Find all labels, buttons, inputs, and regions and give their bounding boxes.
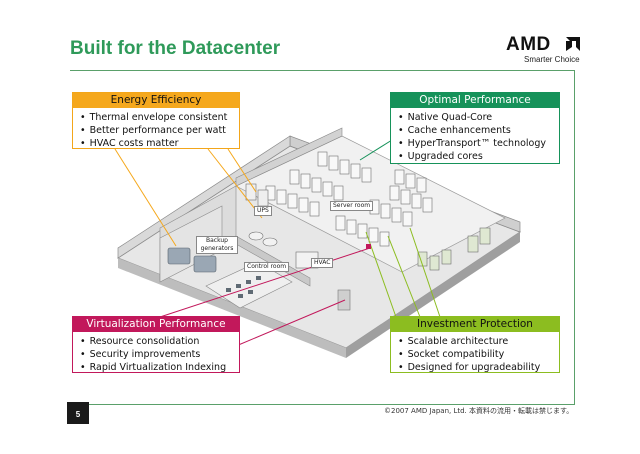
list-item: Cache enhancements [398,124,559,137]
label-hvac: HVAC [311,258,334,268]
frame-line-bottom [70,404,575,405]
list-item: Resource consolidation [80,335,239,348]
optimal-performance-list: Native Quad-Core Cache enhancements Hype… [391,108,559,163]
list-item: Designed for upgradeability [398,361,559,374]
list-item: Scalable architecture [398,335,559,348]
investment-protection-box: Investment Protection Scalable architect… [390,316,560,373]
list-item: Security improvements [80,348,239,361]
label-server-room: Server room [330,201,374,211]
list-item: Upgraded cores [398,150,559,163]
virtualization-performance-box: Virtualization Performance Resource cons… [72,316,240,373]
list-item: Socket compatibility [398,348,559,361]
list-item: HVAC costs matter [80,137,239,150]
investment-protection-title: Investment Protection [391,317,559,332]
copyright-footer: ©2007 AMD Japan, Ltd. 本資料の流用・転載は禁じます。 [384,407,574,415]
list-item: Native Quad-Core [398,111,559,124]
logo-tagline: Smarter Choice [524,55,580,64]
virtualization-performance-list: Resource consolidation Security improvem… [73,332,239,374]
label-ups: UPS [254,206,272,216]
slide-title: Built for the Datacenter [70,38,281,59]
list-item: Thermal envelope consistent [80,111,239,124]
energy-efficiency-title: Energy Efficiency [73,93,239,108]
list-item: Rapid Virtualization Indexing [80,361,239,374]
logo-wordmark: AMD [506,34,551,55]
frame-line-right [574,70,575,404]
list-item: Better performance per watt [80,124,239,137]
amd-logo: AMD Smarter Choice [506,34,586,68]
amd-arrow-icon [566,37,580,51]
optimal-performance-box: Optimal Performance Native Quad-Core Cac… [390,92,560,164]
optimal-performance-title: Optimal Performance [391,93,559,108]
page-number: 5 [67,402,89,424]
investment-protection-list: Scalable architecture Socket compatibili… [391,332,559,374]
label-control-room: Control room [244,262,290,272]
energy-efficiency-box: Energy Efficiency Thermal envelope consi… [72,92,240,149]
virtualization-performance-title: Virtualization Performance [73,317,239,332]
list-item: HyperTransport™ technology [398,137,559,150]
frame-line-top [70,70,574,71]
energy-efficiency-list: Thermal envelope consistent Better perfo… [73,108,239,150]
label-backup-generators: Backup generators [196,236,238,254]
